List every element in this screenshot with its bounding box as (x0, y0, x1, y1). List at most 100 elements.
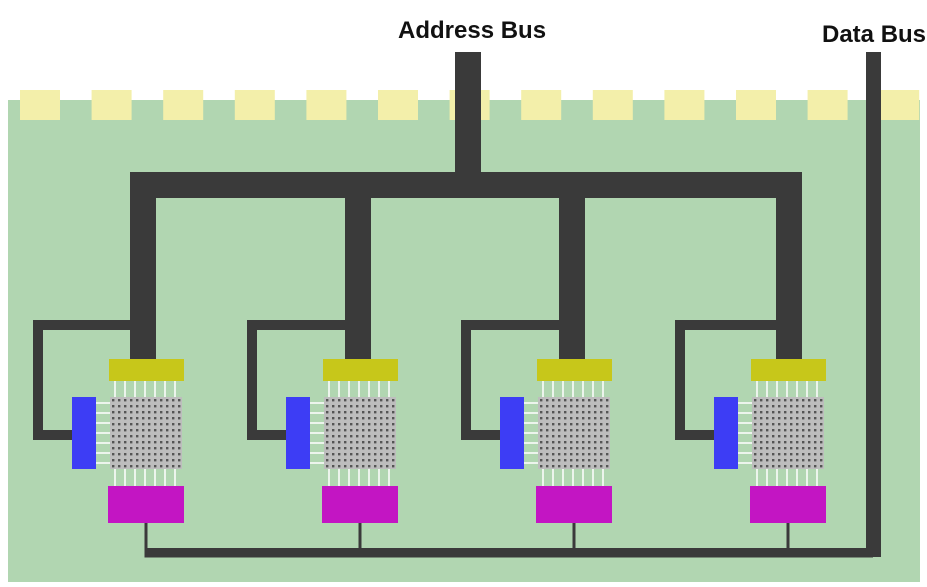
memory-cell (386, 459, 389, 462)
memory-cell (386, 405, 389, 408)
memory-cell (332, 435, 335, 438)
memory-cell (820, 399, 823, 402)
memory-cell (124, 405, 127, 408)
memory-cell (790, 405, 793, 408)
memory-cell (820, 453, 823, 456)
memory-cell (808, 441, 811, 444)
memory-cell (368, 441, 371, 444)
memory-cell (392, 447, 395, 450)
memory-cell (754, 459, 757, 462)
memory-cell (606, 399, 609, 402)
memory-cell (136, 441, 139, 444)
memory-cell (368, 453, 371, 456)
memory-cell (576, 429, 579, 432)
memory-cell (374, 441, 377, 444)
memory-cell (552, 459, 555, 462)
memory-cell (124, 429, 127, 432)
memory-cell (766, 399, 769, 402)
memory-cell (760, 441, 763, 444)
memory-cell (154, 447, 157, 450)
memory-cell (148, 453, 151, 456)
memory-cell (392, 429, 395, 432)
memory-cell (344, 429, 347, 432)
sense-amplifier (536, 486, 612, 523)
memory-cell (546, 417, 549, 420)
memory-cell (582, 399, 585, 402)
memory-cell (546, 459, 549, 462)
memory-cell (344, 453, 347, 456)
memory-cell (350, 453, 353, 456)
memory-cell (130, 429, 133, 432)
memory-cell (570, 465, 573, 468)
memory-cell (558, 429, 561, 432)
memory-cell (142, 411, 145, 414)
memory-cell (600, 447, 603, 450)
memory-cell (564, 405, 567, 408)
memory-cell (326, 423, 329, 426)
memory-cell (766, 447, 769, 450)
data-bus-bottom (146, 548, 881, 557)
memory-cell (606, 459, 609, 462)
board-contact (592, 90, 633, 120)
memory-cell (558, 447, 561, 450)
memory-cell (142, 453, 145, 456)
memory-cell (558, 465, 561, 468)
memory-cell (362, 441, 365, 444)
memory-cell (172, 429, 175, 432)
memory-cell (118, 465, 121, 468)
memory-chip (72, 359, 184, 523)
memory-cell (808, 423, 811, 426)
memory-cell (814, 417, 817, 420)
memory-cell (606, 429, 609, 432)
memory-cell (582, 423, 585, 426)
memory-cell (338, 423, 341, 426)
memory-cell (160, 453, 163, 456)
memory-cell (136, 465, 139, 468)
memory-cell (796, 441, 799, 444)
address-bus-drop-3 (559, 172, 585, 362)
address-bus-trunk (455, 52, 481, 180)
memory-cell (326, 447, 329, 450)
memory-cell (540, 429, 543, 432)
address-bus-drop-1 (130, 172, 156, 362)
memory-cell (118, 411, 121, 414)
memory-cell (796, 429, 799, 432)
memory-cell (112, 417, 115, 420)
memory-cell (790, 441, 793, 444)
memory-cell (552, 429, 555, 432)
memory-cell (778, 417, 781, 420)
memory-cell (784, 447, 787, 450)
memory-cell (130, 465, 133, 468)
memory-cell (154, 423, 157, 426)
board-contact (521, 90, 562, 120)
memory-cell (142, 441, 145, 444)
memory-cell (344, 447, 347, 450)
memory-cell (172, 423, 175, 426)
memory-cell (136, 405, 139, 408)
memory-cell (552, 411, 555, 414)
board-contact (807, 90, 848, 120)
memory-cell (386, 465, 389, 468)
memory-cell (754, 447, 757, 450)
memory-cell (588, 423, 591, 426)
memory-cell (124, 453, 127, 456)
memory-cell (368, 435, 371, 438)
memory-cell (118, 447, 121, 450)
memory-cell (564, 441, 567, 444)
memory-cell (760, 411, 763, 414)
memory-cell (760, 447, 763, 450)
memory-cell (814, 447, 817, 450)
memory-cell (540, 405, 543, 408)
board-contact (378, 90, 418, 120)
row-decoder (500, 397, 524, 469)
memory-cell (362, 465, 365, 468)
memory-cell (594, 435, 597, 438)
memory-cell (546, 465, 549, 468)
memory-cell (778, 465, 781, 468)
memory-cell (778, 453, 781, 456)
memory-cell (820, 405, 823, 408)
memory-cell (546, 399, 549, 402)
memory-cell (154, 405, 157, 408)
memory-cell (338, 447, 341, 450)
